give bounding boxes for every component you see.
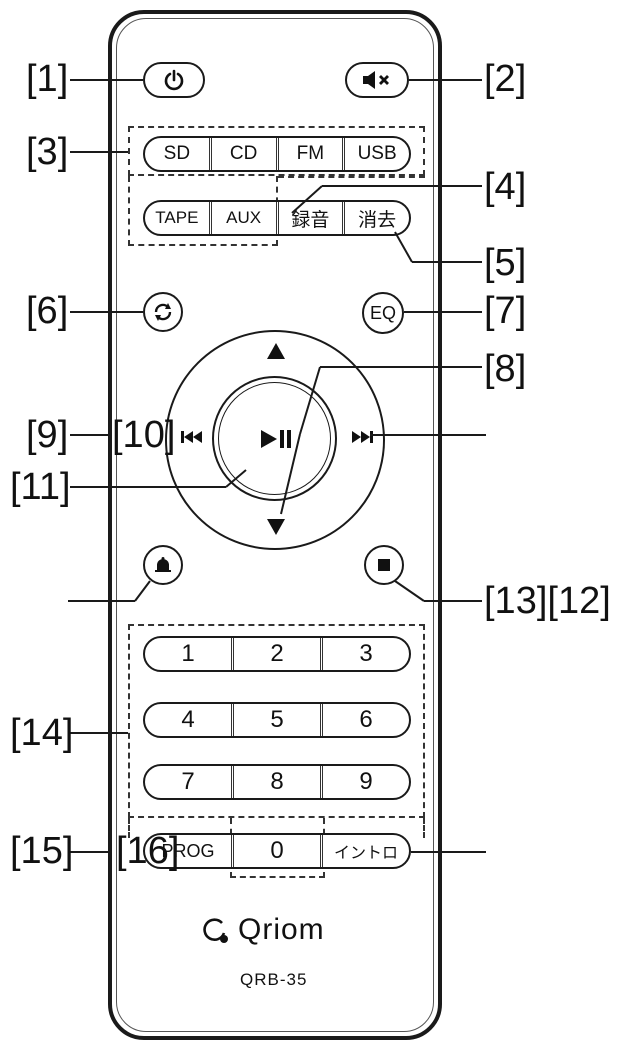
- stop-icon: [378, 559, 390, 571]
- prev-button[interactable]: [180, 430, 204, 444]
- alarm-button[interactable]: [143, 545, 183, 585]
- play-pause-inner-ring: [218, 382, 331, 495]
- model-number: QRB-35: [240, 970, 308, 989]
- eq-button[interactable]: EQ: [362, 292, 404, 334]
- number-2-button[interactable]: 2: [231, 638, 320, 670]
- number-row-4: PROG 0 イントロ: [143, 833, 411, 869]
- brand-name: Qriom: [238, 913, 325, 946]
- callout-13-12: [13][12]: [484, 580, 611, 622]
- number-1-button[interactable]: 1: [181, 640, 195, 667]
- next-button[interactable]: [350, 430, 374, 444]
- callout-5: [5]: [484, 242, 527, 284]
- brand-logo: Qriom: [200, 913, 325, 947]
- stop-button[interactable]: [364, 545, 404, 585]
- source-buttons-row: SD CD FM USB: [143, 136, 411, 172]
- intro-group-box: [325, 818, 425, 838]
- number-5-button[interactable]: 5: [231, 704, 320, 736]
- skip-back-icon: [181, 431, 202, 443]
- callout-16: [16]: [116, 830, 180, 872]
- prog-group-box: [128, 818, 230, 838]
- bell-icon: [155, 557, 171, 572]
- callout-10: [10]: [112, 414, 176, 456]
- record-group-box: [278, 176, 425, 178]
- callout-1: [1]: [26, 58, 69, 100]
- callout-6: [6]: [26, 290, 69, 332]
- number-0-button[interactable]: 0: [231, 835, 320, 867]
- number-7-button[interactable]: 7: [181, 768, 195, 795]
- power-icon: [164, 69, 184, 91]
- number-9-button[interactable]: 9: [320, 766, 409, 798]
- aux-button[interactable]: AUX: [208, 202, 276, 234]
- mute-button[interactable]: [345, 62, 409, 98]
- repeat-button[interactable]: [143, 292, 183, 332]
- number-8-button[interactable]: 8: [231, 766, 320, 798]
- source-group-box: [128, 126, 425, 176]
- number-group-box: [128, 624, 425, 818]
- number-row-3: 7 8 9: [143, 764, 411, 800]
- record-button[interactable]: 録音: [275, 202, 343, 234]
- number-row-2: 4 5 6: [143, 702, 411, 738]
- callout-11: [11]: [10, 466, 71, 508]
- source-buttons-row-2: TAPE AUX 録音 消去: [143, 200, 411, 236]
- skip-forward-icon: [352, 431, 373, 443]
- repeat-icon: [154, 303, 172, 321]
- up-button[interactable]: [266, 342, 286, 360]
- down-button[interactable]: [266, 518, 286, 536]
- callout-9: [9]: [26, 414, 69, 456]
- number-4-button[interactable]: 4: [181, 706, 195, 733]
- callout-2: [2]: [484, 58, 527, 100]
- sd-button[interactable]: SD: [163, 143, 191, 164]
- callout-7: [7]: [484, 290, 527, 332]
- number-6-button[interactable]: 6: [320, 704, 409, 736]
- triangle-up-icon: [267, 343, 285, 359]
- callout-3: [3]: [26, 131, 69, 173]
- erase-button[interactable]: 消去: [342, 202, 409, 234]
- mute-icon: [363, 71, 389, 89]
- usb-button[interactable]: USB: [342, 138, 409, 170]
- triangle-down-icon: [267, 519, 285, 535]
- intro-button[interactable]: イントロ: [320, 835, 409, 867]
- tape-button[interactable]: TAPE: [155, 208, 199, 227]
- cd-button[interactable]: CD: [208, 138, 276, 170]
- callout-8: [8]: [484, 348, 527, 390]
- number-3-button[interactable]: 3: [320, 638, 409, 670]
- callout-14: [14]: [10, 712, 74, 754]
- number-row-1: 1 2 3: [143, 636, 411, 672]
- qriom-logo-icon: [203, 918, 228, 943]
- callout-15: [15]: [10, 830, 74, 872]
- prog-button[interactable]: PROG: [161, 840, 215, 861]
- callout-4: [4]: [484, 166, 527, 208]
- remote-inner-outline: [116, 18, 434, 1032]
- power-button[interactable]: [143, 62, 205, 98]
- eq-label: EQ: [369, 302, 396, 323]
- fm-button[interactable]: FM: [275, 138, 343, 170]
